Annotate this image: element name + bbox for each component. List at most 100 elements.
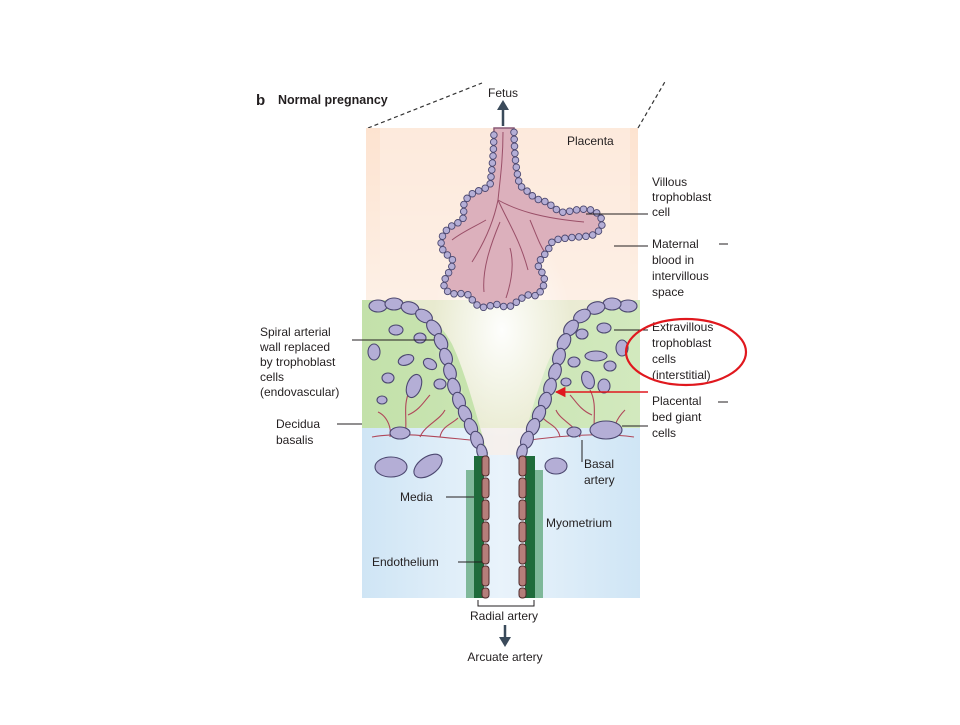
- villous-bead: [510, 128, 518, 137]
- villous-bead: [575, 233, 583, 241]
- endothelium-left: [481, 455, 490, 599]
- svg-text:cell: cell: [652, 205, 670, 219]
- villous-bead: [464, 290, 472, 299]
- label-basal: Basal artery: [584, 457, 615, 487]
- villous-bead: [536, 288, 544, 296]
- villous-bead: [512, 163, 521, 171]
- villous-bead: [534, 262, 543, 271]
- villous-bead: [468, 189, 477, 198]
- endothelium-right: [518, 455, 527, 599]
- villous-bead: [579, 205, 588, 213]
- label-placental-bed: Placental bed giant cells: [652, 394, 702, 440]
- villous-bead: [538, 268, 546, 277]
- svg-text:by trophoblast: by trophoblast: [260, 355, 336, 369]
- media-right: [525, 456, 535, 598]
- svg-text:intervillous: intervillous: [652, 269, 709, 283]
- villous-bead: [439, 245, 447, 254]
- villous-bead: [582, 232, 590, 241]
- radial-bracket: [477, 600, 535, 607]
- villous-bead: [597, 214, 605, 223]
- villous-bead: [586, 206, 595, 214]
- label-radial: Radial artery: [470, 609, 538, 623]
- svg-text:trophoblast: trophoblast: [652, 190, 712, 204]
- villous-bead: [523, 187, 531, 195]
- svg-text:Basal: Basal: [584, 457, 614, 471]
- villous-bead: [454, 219, 462, 227]
- villous-vessels: [451, 131, 585, 299]
- interstitial-trophoblast-cells: [367, 322, 629, 440]
- spiral-wall-left: [370, 300, 488, 455]
- villous-bead: [499, 302, 508, 311]
- villous-bead: [486, 180, 494, 188]
- svg-text:space: space: [652, 285, 684, 299]
- label-media: Media: [400, 490, 433, 504]
- arcuate-arrowhead: [499, 637, 511, 647]
- villous-bead: [511, 156, 520, 164]
- svg-text:Decidua: Decidua: [276, 417, 320, 431]
- villous-bead: [528, 192, 537, 200]
- panel-title: Normal pregnancy: [278, 93, 388, 107]
- label-decidua: Decidua basalis: [276, 417, 320, 447]
- villous-bead: [540, 275, 549, 283]
- label-spiral: Spiral arterial wall replaced by trophob…: [259, 325, 339, 399]
- villous-bead: [547, 201, 555, 209]
- villous-bead: [493, 300, 501, 309]
- endovascular-trophoblast-left: [368, 297, 488, 461]
- label-villous: Villous trophoblast cell: [652, 175, 712, 219]
- villous-bead: [539, 281, 548, 290]
- villous-bead: [489, 152, 497, 160]
- villous-bead: [548, 238, 556, 247]
- svg-text:Spiral arterial: Spiral arterial: [260, 325, 331, 339]
- villous-bead: [474, 187, 483, 195]
- svg-text:cells: cells: [652, 426, 676, 440]
- villous-bead: [559, 208, 567, 216]
- svg-text:(interstitial): (interstitial): [652, 368, 711, 382]
- villous-bead: [443, 251, 452, 259]
- label-placenta: Placenta: [567, 134, 614, 148]
- villous-bead: [594, 227, 603, 235]
- svg-text:Villous: Villous: [652, 175, 687, 189]
- myometrium-region: [362, 428, 640, 598]
- svg-text:wall replaced: wall replaced: [259, 340, 330, 354]
- svg-text:trophoblast: trophoblast: [652, 336, 712, 350]
- villous-bead: [463, 194, 471, 203]
- villous-bead: [448, 255, 457, 264]
- myometrium-cells: [374, 453, 568, 479]
- svg-text:Extravillous: Extravillous: [652, 320, 713, 334]
- svg-text:(endovascular): (endovascular): [260, 385, 339, 399]
- villous-bead: [442, 226, 451, 235]
- villous-bead: [511, 149, 519, 158]
- villous-bead: [554, 235, 562, 244]
- villous-bead: [592, 209, 601, 217]
- villous-bead: [588, 231, 597, 239]
- villous-bead: [450, 290, 458, 298]
- villous-bead: [514, 177, 523, 185]
- villous-bead: [479, 303, 488, 312]
- villous-bead: [444, 268, 453, 277]
- villous-bead: [438, 232, 447, 240]
- villous-bead: [561, 234, 569, 243]
- villous-bead: [489, 138, 498, 146]
- svg-text:cells: cells: [260, 370, 284, 384]
- media-left-edge: [466, 470, 474, 598]
- villous-bead: [534, 195, 543, 204]
- villous-bead: [568, 233, 576, 242]
- media-left: [474, 456, 484, 598]
- svg-text:bed giant: bed giant: [652, 410, 702, 424]
- label-arcuate: Arcuate artery: [467, 650, 542, 664]
- panel-letter: b: [256, 92, 265, 109]
- villous-bead: [460, 200, 468, 209]
- villous-bead: [473, 301, 481, 309]
- villous-bead: [488, 166, 496, 174]
- villous-bead: [448, 262, 456, 271]
- villous-bead: [552, 205, 561, 214]
- media-right-edge: [535, 470, 543, 598]
- villous-bead: [459, 214, 467, 223]
- villous-trophoblast-beads: [437, 128, 606, 312]
- svg-text:basalis: basalis: [276, 433, 313, 447]
- label-endothelium: Endothelium: [372, 555, 439, 569]
- villous-bead: [518, 294, 526, 302]
- villous-bead: [441, 275, 449, 283]
